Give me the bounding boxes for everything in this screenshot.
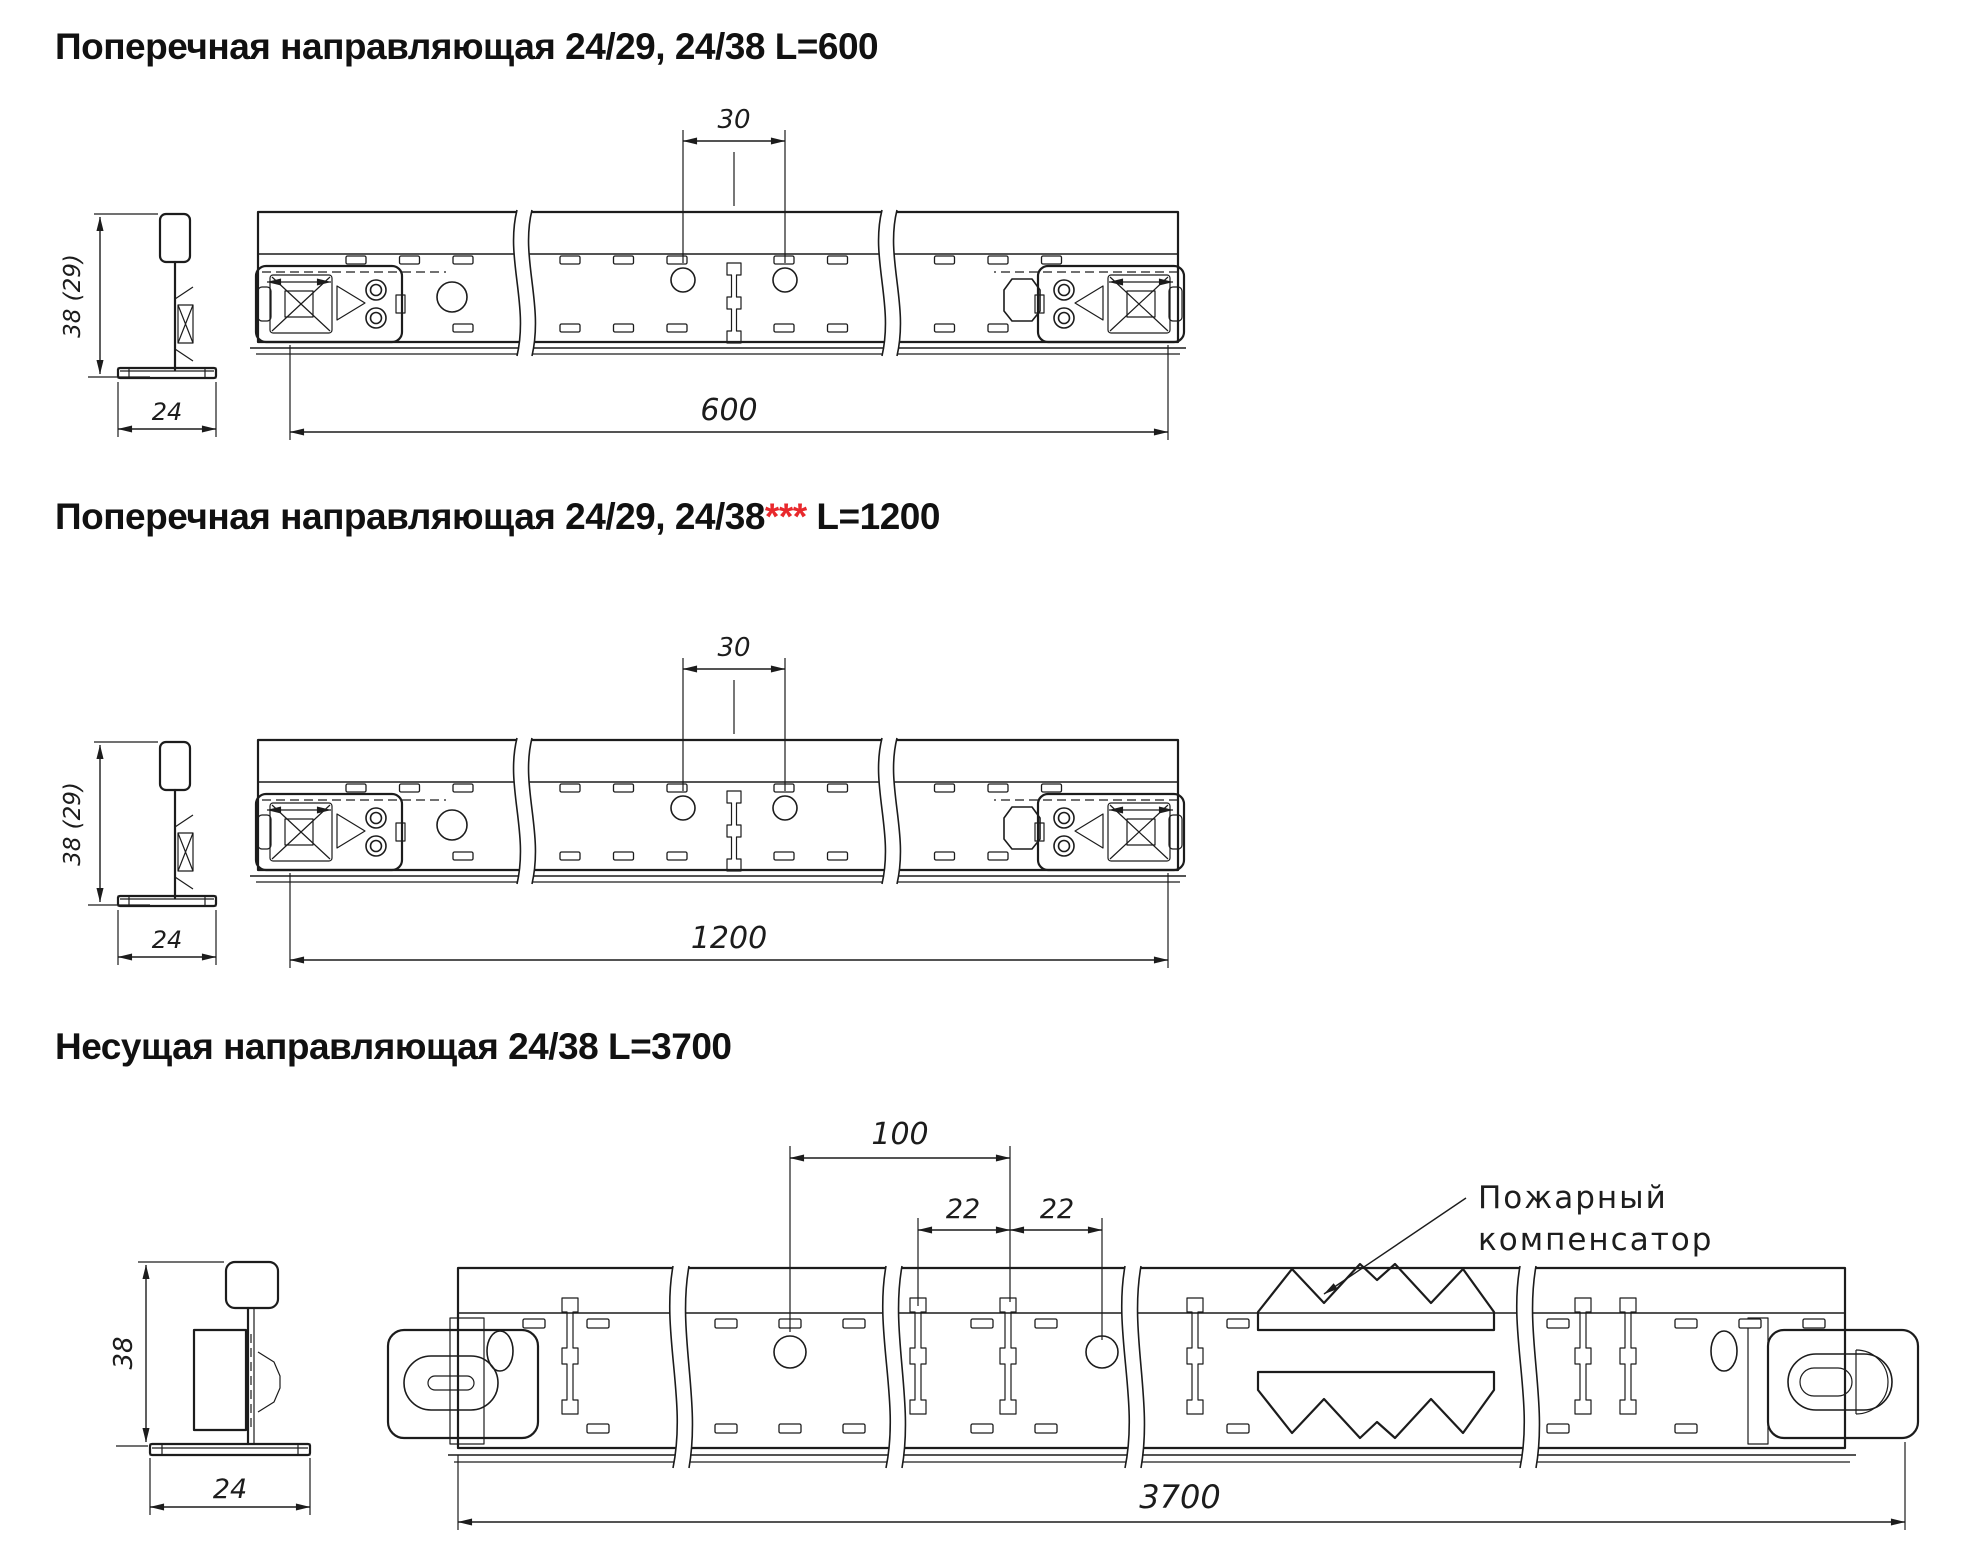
dimension-slot-pitch [917,1218,1103,1340]
dim-label-38: 38 [109,1336,139,1369]
title-text: L=1200 [806,496,940,537]
dim-label-22: 22 [946,1194,980,1225]
dimension-length [457,1442,1906,1530]
cross-section-profile [148,1260,312,1457]
dim-label-24: 24 [213,1474,247,1505]
key-slot [1619,1297,1637,1415]
section-title-1: Поперечная направляющая 24/29, 24/38 L=6… [55,26,879,67]
end-connector-right [1766,1328,1920,1440]
dimension-suspension-pitch [789,1146,1011,1332]
dim-label-30: 30 [717,633,750,663]
slot-row-bottom [586,1423,1698,1434]
dim-label-38-29: 38 (29) [60,782,86,866]
drawing-3: 100 22 22 3700 38 24 Пожарный компенсато… [109,1117,1920,1530]
dim-label-30: 30 [717,105,750,135]
title-asterisks: *** [764,496,807,537]
key-slot [999,1297,1017,1415]
fire-compensator-label-line2: компенсатор [1478,1222,1713,1258]
key-slot [1574,1297,1592,1415]
key-slot [561,1297,579,1415]
dim-label-24: 24 [152,926,183,954]
dim-label-38-29: 38 (29) [60,254,86,338]
drawing-2 [88,658,1186,968]
suspension-hole [1085,1335,1119,1369]
oval-hole [1710,1330,1738,1372]
dim-label-3700: 3700 [1139,1478,1220,1516]
section-title-3: Несущая направляющая 24/38 L=3700 [55,1026,732,1067]
suspension-hole [773,1335,807,1369]
fire-compensator [1256,1262,1496,1440]
dim-label-22: 22 [1040,1194,1074,1225]
fire-compensator-label-line1: Пожарный [1478,1180,1668,1216]
dimension-height [116,1261,224,1447]
title-text: Поперечная направляющая 24/29, 24/38 [55,496,765,537]
callout-leader-line [1323,1197,1467,1295]
key-slot [909,1297,927,1415]
end-connector-left [386,1328,540,1440]
key-slot [1186,1297,1204,1415]
dim-label-24: 24 [152,398,183,426]
dim-label-1200: 1200 [691,921,767,956]
slot-row-top [522,1318,1826,1329]
rail-plan-view [386,1262,1920,1469]
dim-label-600: 600 [700,393,757,428]
dimension-width [149,1458,311,1515]
dim-label-100: 100 [871,1117,928,1152]
section-title-2: Поперечная направляющая 24/29, 24/38*** … [55,496,940,538]
drawing-1 [88,130,1186,440]
break-lines [668,1265,1541,1469]
